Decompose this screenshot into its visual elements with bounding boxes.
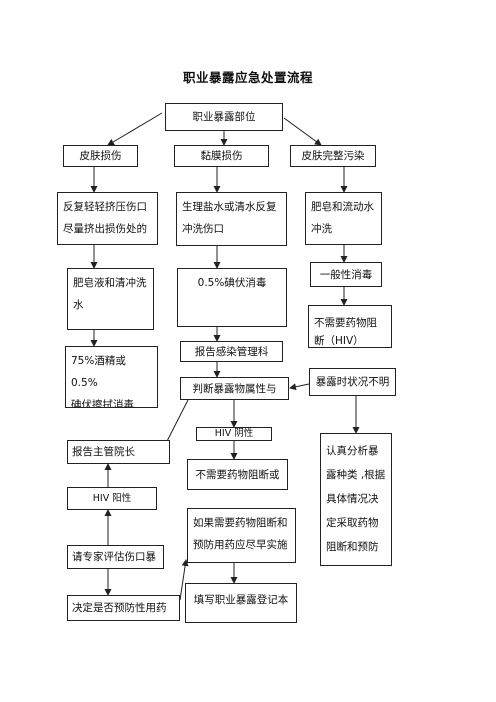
node-saline-rinse: 生理盐水或清水反复 冲洗伤口 <box>176 192 287 246</box>
node-status-unknown: 暴露时状况不明 <box>309 368 396 396</box>
node-no-drug-hiv: 不需要药物阻 断（HIV） <box>308 305 392 348</box>
node-hiv-positive: HIV 阳性 <box>67 487 157 510</box>
node-general-disinfect: 一般性消毒 <box>310 262 382 287</box>
node-soap-rinse: 肥皂液和清冲洗 水 <box>67 268 154 330</box>
node-judge-exposure-source: 判断暴露物属性与 <box>180 377 289 400</box>
start-label: 职业暴露部位 <box>192 111 256 123</box>
node-if-block-early: 如果需要药物阻断和 预防用药应尽早实施 <box>187 508 296 563</box>
node-analyze-decide: 认真分析暴 露种类 ,根据 具体情况决 定采取药物 阻断和预防 <box>320 433 392 566</box>
node-register-book: 填写职业暴露登记本 <box>185 583 297 623</box>
node-decide-prophylaxis: 决定是否预防性用药 <box>67 595 180 621</box>
node-alcohol-wipe: 75%酒精或 0.5% 碘伏擦拭消毒 <box>65 346 158 408</box>
node-squeeze-wound: 反复轻轻挤压伤口 尽量挤出损伤处的 <box>57 192 158 245</box>
node-skin-intact: 皮肤完整污染 <box>290 145 376 167</box>
node-report-leader: 报告主管院长 <box>67 440 170 464</box>
node-report-infection-dept: 报告感染管理科 <box>180 341 283 362</box>
start-node-exposure-site: 职业暴露部位 <box>165 103 283 131</box>
node-no-drug-block: 不需要药物阻断或 <box>187 459 288 490</box>
node-mucosa-injury: 黏膜损伤 <box>174 145 269 167</box>
node-expert-evaluate: 请专家评估伤口暴 <box>67 545 164 569</box>
node-skin-injury: 皮肤损伤 <box>63 145 138 167</box>
node-hiv-negative: HIV 阴性 <box>196 427 272 441</box>
page-title: 职业暴露应急处置流程 <box>182 70 313 85</box>
node-iodophor-disinfect: 0.5%碘伏消毒 <box>177 268 287 327</box>
node-soap-water: 肥皂和流动水 冲洗 <box>305 192 382 245</box>
